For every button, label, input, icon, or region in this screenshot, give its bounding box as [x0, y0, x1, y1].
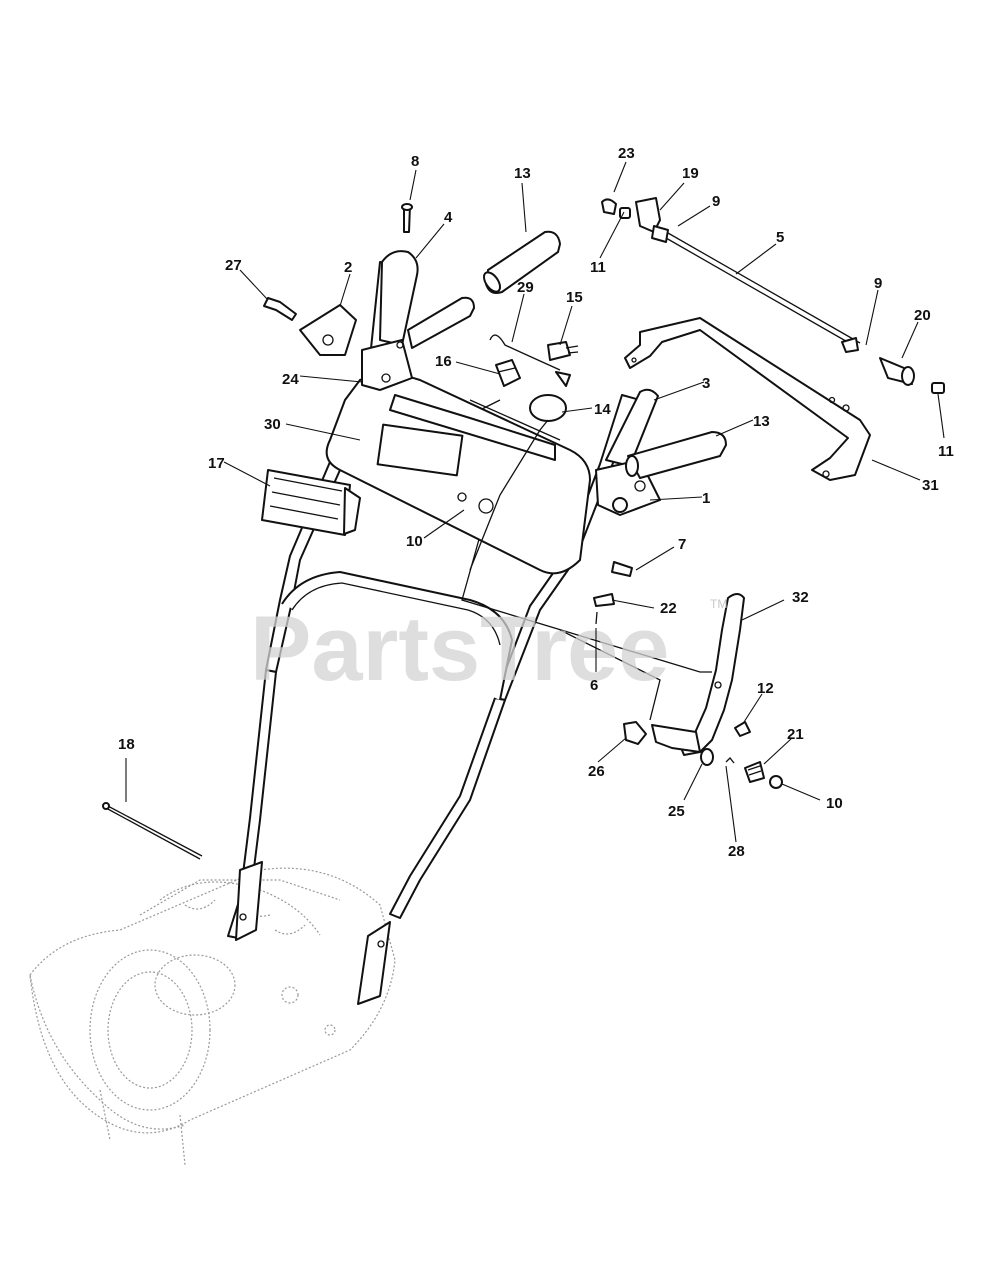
callout-8: 8 — [411, 153, 419, 170]
callout-32: 32 — [792, 589, 809, 606]
callout-16: 16 — [435, 353, 452, 370]
callout-2: 2 — [344, 259, 352, 276]
callout-labels: 8 4 13 23 19 9 5 27 2 11 29 15 9 20 16 2… — [118, 145, 954, 860]
callout-22: 22 — [660, 600, 677, 617]
callout-9-upper: 9 — [712, 193, 720, 210]
callout-14: 14 — [594, 401, 611, 418]
callout-27: 27 — [225, 257, 242, 274]
callout-12: 12 — [757, 680, 774, 697]
callout-29: 29 — [517, 279, 534, 296]
shift-rod-assembly — [601, 197, 945, 394]
callout-31: 31 — [922, 477, 939, 494]
callout-6: 6 — [590, 677, 598, 694]
callout-25: 25 — [668, 803, 685, 820]
grip-13-upper — [483, 230, 561, 294]
callout-11-right: 11 — [938, 443, 954, 460]
shift-lever-assembly — [593, 561, 783, 789]
bracket-31 — [624, 317, 871, 481]
watermark-trademark: TM — [710, 597, 727, 611]
callout-19: 19 — [682, 165, 699, 182]
callout-13-upper: 13 — [514, 165, 531, 182]
callout-5: 5 — [776, 229, 784, 246]
callout-26: 26 — [588, 763, 605, 780]
callout-28: 28 — [728, 843, 745, 860]
rod-18 — [102, 802, 203, 860]
callout-7: 7 — [678, 536, 686, 553]
callout-3: 3 — [702, 375, 710, 392]
callout-10-left: 10 — [406, 533, 423, 550]
watermark: PartsTree TM — [250, 597, 727, 700]
left-grip-assembly — [263, 203, 475, 391]
callout-23: 23 — [618, 145, 635, 162]
watermark-text: PartsTree — [250, 598, 669, 700]
callout-10-right: 10 — [826, 795, 843, 812]
callout-30: 30 — [264, 416, 281, 433]
callout-15: 15 — [566, 289, 583, 306]
auger-housing — [29, 867, 396, 1166]
callout-21: 21 — [787, 726, 804, 743]
callout-9-right: 9 — [874, 275, 882, 292]
headlight — [261, 469, 361, 536]
callout-17: 17 — [208, 455, 225, 472]
callout-20: 20 — [914, 307, 931, 324]
callout-11-upper: 11 — [590, 259, 606, 276]
small-parts — [469, 334, 579, 571]
callout-18: 18 — [118, 736, 135, 753]
callout-1: 1 — [702, 490, 710, 507]
callout-13-right: 13 — [753, 413, 770, 430]
callout-4: 4 — [444, 209, 453, 226]
right-grip-assembly — [595, 388, 727, 516]
leader-lines — [125, 161, 945, 843]
callout-24: 24 — [282, 371, 299, 388]
